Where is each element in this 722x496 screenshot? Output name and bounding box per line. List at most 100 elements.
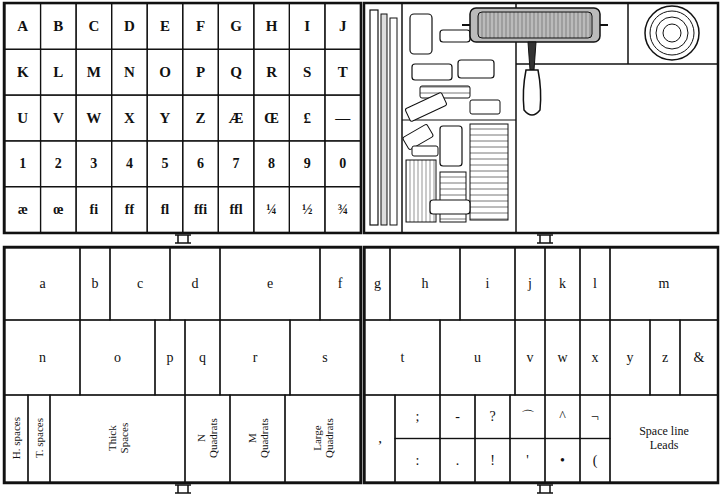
compartment-cell: ' bbox=[510, 439, 545, 483]
compartment-lines bbox=[5, 4, 718, 483]
compartment-cell: o bbox=[80, 320, 155, 395]
compartment bbox=[325, 4, 361, 50]
type-sort: u bbox=[474, 350, 481, 365]
compartment-cell: ½ bbox=[289, 187, 325, 233]
compartment bbox=[183, 187, 219, 233]
compartment-cell: 8 bbox=[254, 141, 290, 187]
type-sort: b bbox=[92, 276, 99, 291]
compartment bbox=[580, 439, 610, 483]
type-sort: O bbox=[159, 64, 171, 81]
compartment-cell: S bbox=[289, 49, 325, 95]
compartment bbox=[289, 141, 325, 187]
compartment bbox=[5, 248, 80, 320]
type-sort: 5 bbox=[161, 156, 168, 171]
type-sort: C bbox=[88, 18, 99, 35]
compartment-cell: Œ bbox=[254, 95, 290, 141]
type-sort: l bbox=[593, 276, 597, 291]
compartment bbox=[112, 187, 148, 233]
compartment bbox=[325, 49, 361, 95]
type-sort: m bbox=[659, 276, 670, 291]
compartment-cell: v bbox=[515, 320, 545, 395]
compartment bbox=[545, 439, 580, 483]
compartment bbox=[680, 320, 718, 395]
compartment bbox=[218, 187, 254, 233]
compartment bbox=[254, 141, 290, 187]
type-sort: æ bbox=[18, 202, 28, 217]
compartment bbox=[254, 187, 290, 233]
compartment-cell: p bbox=[155, 320, 185, 395]
type-sort: B bbox=[53, 18, 63, 35]
compartment bbox=[5, 187, 41, 233]
compartment bbox=[510, 439, 545, 483]
compartment-cell: b bbox=[80, 248, 110, 320]
type-sort: 6 bbox=[197, 156, 204, 171]
type-sort: g bbox=[374, 276, 381, 291]
compartment bbox=[610, 395, 718, 482]
compartment-cell: c bbox=[110, 248, 170, 320]
compartment bbox=[390, 248, 460, 320]
compartment-cell: , bbox=[365, 395, 395, 482]
compartment-cell: l bbox=[580, 248, 610, 320]
type-sort: fl bbox=[161, 202, 170, 217]
type-sort: 4 bbox=[126, 156, 133, 171]
compartment-cell: E bbox=[147, 4, 183, 50]
compartment bbox=[515, 248, 545, 320]
type-sort: ffi bbox=[194, 202, 207, 217]
compartment-cell: a bbox=[5, 248, 80, 320]
type-sort: X bbox=[124, 110, 135, 127]
compartment-cell: W bbox=[76, 95, 112, 141]
compartment-cell: C bbox=[76, 4, 112, 50]
compartment bbox=[325, 95, 361, 141]
compartment bbox=[112, 95, 148, 141]
type-sort: ; bbox=[416, 409, 420, 424]
type-sort: . bbox=[456, 453, 460, 468]
compartment bbox=[76, 4, 112, 50]
compartment-cell: Y bbox=[147, 95, 183, 141]
compartment bbox=[28, 395, 50, 482]
compartment bbox=[365, 320, 440, 395]
type-sort: S bbox=[303, 64, 311, 81]
compartment bbox=[254, 95, 290, 141]
compartment bbox=[5, 141, 41, 187]
compartment bbox=[475, 439, 510, 483]
compartment bbox=[183, 141, 219, 187]
compartment-cell: T. spaces bbox=[28, 395, 50, 482]
type-sort: a bbox=[39, 276, 45, 291]
compartment bbox=[147, 141, 183, 187]
compartment bbox=[610, 320, 650, 395]
compartment-cell: ¬ bbox=[580, 395, 610, 439]
compartment-cell: ? bbox=[475, 395, 510, 439]
compartment-cell: x bbox=[580, 320, 610, 395]
compartment bbox=[185, 320, 220, 395]
compartment bbox=[545, 395, 580, 439]
compartment-cell: . bbox=[440, 439, 475, 483]
type-sort: F bbox=[196, 18, 205, 35]
compartment-cell: f bbox=[320, 248, 360, 320]
compartment-cell: h bbox=[390, 248, 460, 320]
compartment-cell: Æ bbox=[218, 95, 254, 141]
compartment-cell: A bbox=[5, 4, 41, 50]
compartment-label: Large Quadrats bbox=[310, 414, 334, 464]
compartment bbox=[41, 4, 77, 50]
compartment-cell: 1 bbox=[5, 141, 41, 187]
type-sort: M bbox=[87, 64, 101, 81]
compartment-cell: ¼ bbox=[254, 187, 290, 233]
compartment-cell: 0 bbox=[325, 141, 361, 187]
compartment bbox=[395, 395, 440, 439]
type-sort: N bbox=[124, 64, 135, 81]
compartment bbox=[183, 49, 219, 95]
type-sort: W bbox=[86, 110, 101, 127]
compartment bbox=[50, 395, 185, 482]
compartment-cell: D bbox=[112, 4, 148, 50]
compartment-cell: £ bbox=[289, 95, 325, 141]
type-sort: r bbox=[253, 350, 258, 365]
compartment-cell: æ bbox=[5, 187, 41, 233]
compartment bbox=[5, 320, 80, 395]
compartment bbox=[76, 141, 112, 187]
compartment bbox=[254, 49, 290, 95]
type-sort: : bbox=[416, 453, 420, 468]
compartment-cell: H bbox=[254, 4, 290, 50]
case-frames bbox=[4, 3, 718, 483]
type-sort: ( bbox=[593, 453, 598, 468]
